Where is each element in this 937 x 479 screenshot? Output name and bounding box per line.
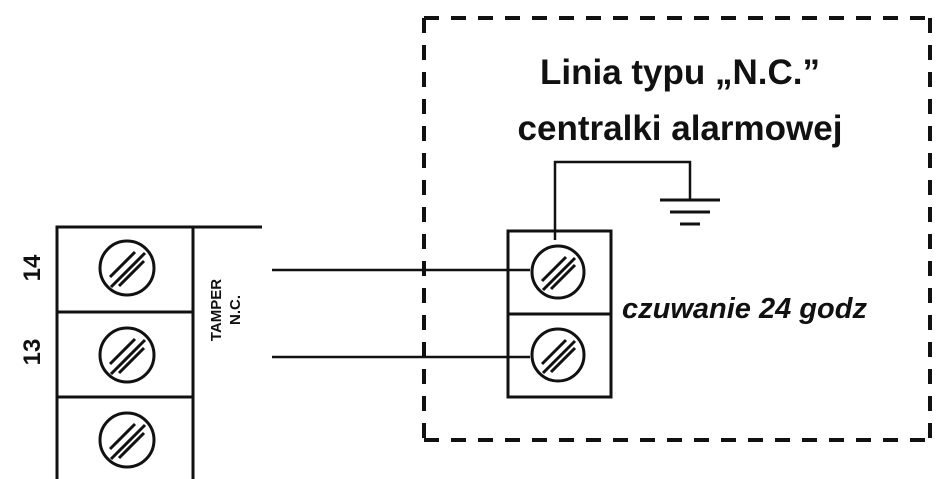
panel-terminal-block [506,229,613,399]
terminal-number-13: 13 [19,339,46,366]
panel-title-line2: centralki alarmowej [518,109,843,148]
screw-terminal-icon [98,239,156,297]
screw-terminal-icon [530,244,586,300]
screw-terminal-icon [98,411,156,469]
panel-title-line1: Linia typu „N.C.” [540,53,820,92]
ground-symbol-icon [553,160,720,240]
screw-terminal-icon [98,326,156,384]
tamper-label: TAMPER [208,279,225,341]
screw-terminal-icon [530,327,586,383]
tamper-type-label: N.C. [227,295,244,325]
panel-mode-label: czuwanie 24 godz [622,293,867,325]
terminal-number-14: 14 [19,254,46,281]
alarm-panel-boundary [422,16,937,442]
device-terminal-block [55,225,262,479]
